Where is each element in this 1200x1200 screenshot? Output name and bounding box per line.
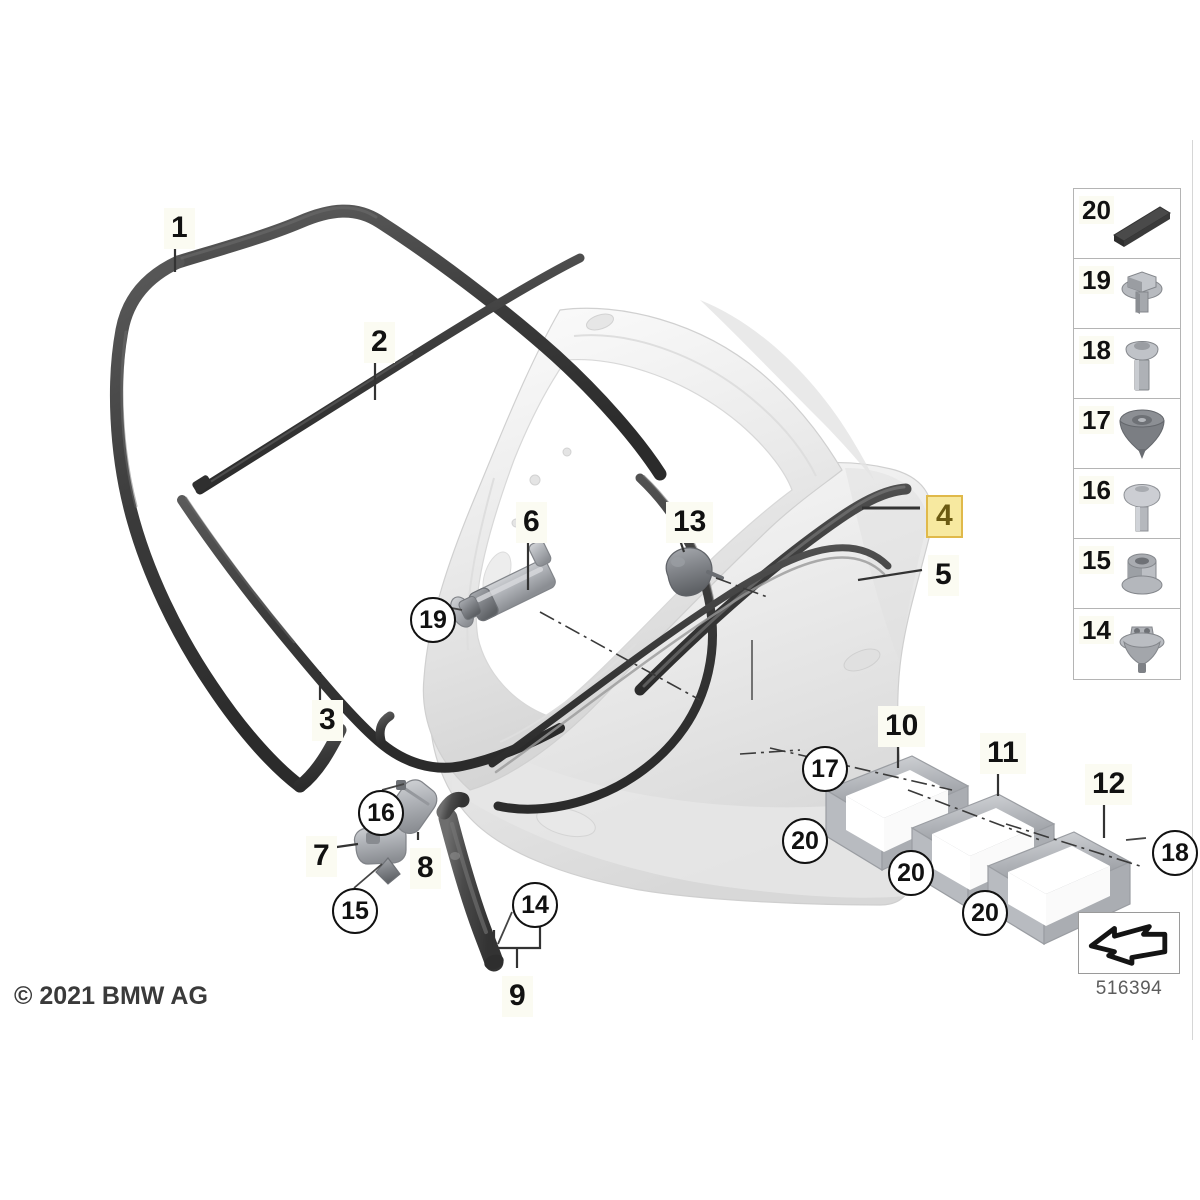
legend-row[interactable]: 20	[1074, 189, 1180, 259]
fastener-callout-20[interactable]: 20	[778, 814, 832, 868]
ball-stud-socket-icon	[1119, 626, 1165, 673]
diagram-id-box: 516394	[1078, 912, 1180, 1000]
callout-8[interactable]: 8	[410, 848, 441, 889]
fastener-callout-20[interactable]: 20	[958, 886, 1012, 940]
round-head-bolt-icon	[1123, 484, 1161, 532]
diagram-id-label: 516394	[1095, 978, 1163, 999]
legend-number: 20	[1079, 196, 1114, 224]
fastener-callout-label: 20	[971, 898, 999, 927]
fastener-callout-label: 17	[811, 754, 839, 783]
fastener-callout-18[interactable]: 18	[1148, 826, 1200, 880]
callout-3[interactable]: 3	[312, 700, 343, 741]
part-9-gas-strut	[436, 792, 504, 972]
callout-2[interactable]: 2	[364, 322, 395, 363]
seal-reference-ticks	[751, 640, 753, 700]
fastener-callout-label: 18	[1161, 838, 1189, 867]
fastener-callout-label: 14	[521, 890, 549, 919]
legend-row[interactable]: 14	[1074, 609, 1180, 679]
rubber-grommet-buffer-icon	[1119, 409, 1165, 459]
fastener-callout-20[interactable]: 20	[884, 846, 938, 900]
legend-number: 16	[1079, 476, 1114, 504]
arrow-direction-icon	[1088, 924, 1168, 966]
fastener-callout-19[interactable]: 19	[406, 593, 460, 647]
fastener-callout-label: 15	[341, 896, 369, 925]
legend-number: 15	[1079, 546, 1114, 574]
dome-head-screw-icon	[1125, 341, 1159, 391]
fastener-callout-15[interactable]: 15	[328, 884, 382, 938]
legend-number: 19	[1079, 266, 1114, 294]
callout-9[interactable]: 9	[502, 976, 533, 1017]
tailgate-window-frame	[422, 300, 874, 791]
callout-10[interactable]: 10	[878, 706, 926, 747]
callout-12[interactable]: 12	[1085, 764, 1133, 805]
flat-bar-clip-icon	[1113, 206, 1171, 247]
copyright-notice: © 2021 BMW AG	[14, 982, 208, 1010]
callout-7[interactable]: 7	[306, 836, 337, 877]
fastener-callout-label: 20	[791, 826, 819, 855]
hex-flange-nut-icon	[1121, 553, 1163, 595]
fastener-legend-table: 20 19 18	[1073, 188, 1181, 680]
callout-6[interactable]: 6	[516, 502, 547, 543]
fastener-callout-16[interactable]: 16	[354, 786, 408, 840]
legend-row[interactable]: 18	[1074, 329, 1180, 399]
page-right-rule	[1192, 140, 1193, 1040]
legend-row[interactable]: 15	[1074, 539, 1180, 609]
part-12-plate-frame	[986, 831, 1132, 946]
part-7-latch-bracket	[353, 823, 407, 885]
fastener-callout-label: 16	[367, 798, 395, 827]
callout-13[interactable]: 13	[666, 502, 714, 543]
fastener-callout-17[interactable]: 17	[798, 742, 852, 796]
callout-11[interactable]: 11	[980, 733, 1026, 774]
callout-5[interactable]: 5	[928, 555, 959, 596]
callout-1[interactable]: 1	[164, 208, 195, 249]
seal-part-5	[488, 544, 892, 774]
seal-part-1	[109, 204, 667, 793]
hex-flange-bolt-icon	[1121, 271, 1163, 314]
seal-part-3	[177, 495, 565, 773]
legend-number: 14	[1079, 616, 1114, 644]
part-6-striker	[449, 540, 556, 628]
part-13-buffer	[665, 547, 724, 597]
fastener-callout-label: 20	[897, 858, 925, 887]
assembly-axis-lines	[539, 577, 1141, 867]
legend-number: 18	[1079, 336, 1114, 364]
orientation-frame	[1078, 912, 1180, 974]
legend-number: 17	[1079, 406, 1114, 434]
callout-4[interactable]: 4	[926, 495, 963, 538]
legend-row[interactable]: 19	[1074, 259, 1180, 329]
legend-row[interactable]: 17	[1074, 399, 1180, 469]
fastener-callout-label: 19	[419, 605, 447, 634]
seal-part-2	[192, 253, 585, 495]
seal-part-4	[634, 483, 912, 696]
fastener-callout-14[interactable]: 14	[508, 878, 562, 932]
legend-row[interactable]: 16	[1074, 469, 1180, 539]
